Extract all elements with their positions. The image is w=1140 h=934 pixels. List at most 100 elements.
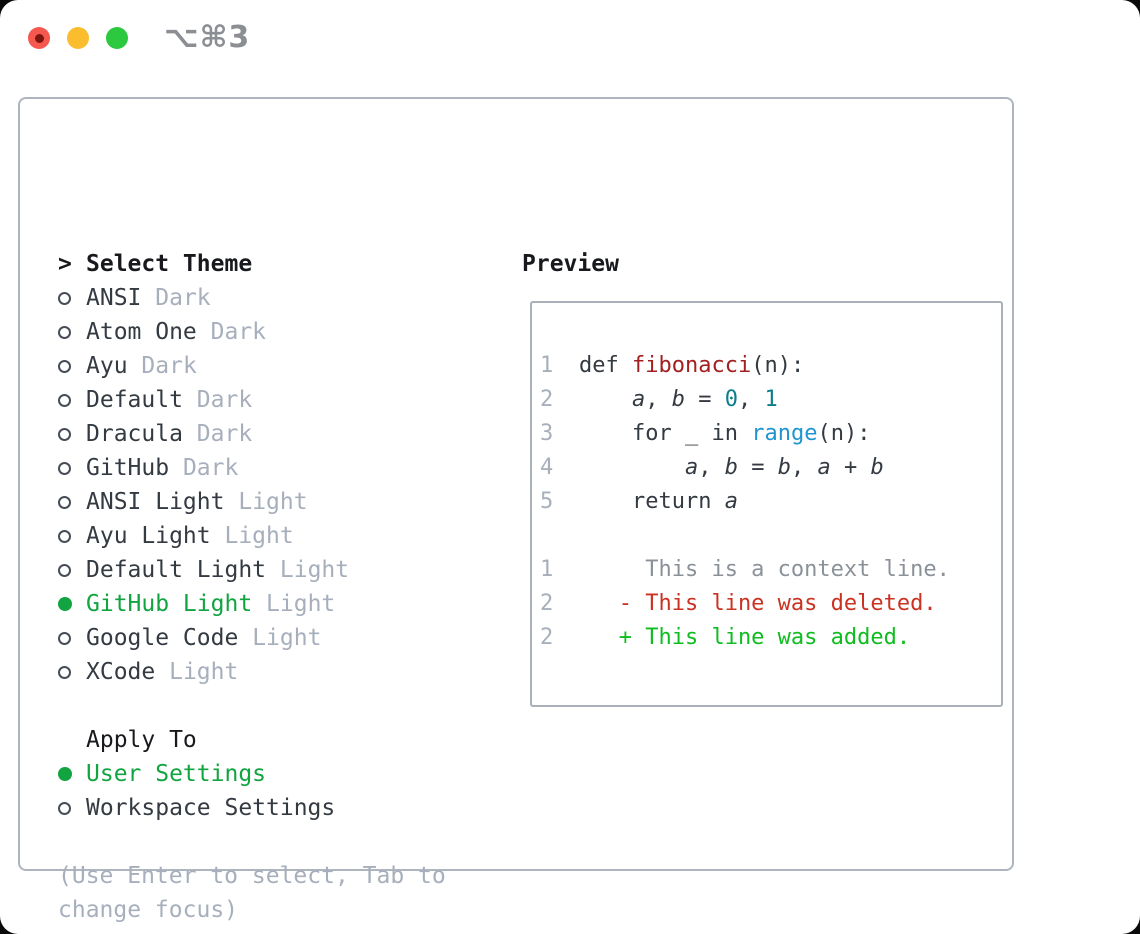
- line-number: 2: [540, 625, 554, 650]
- theme-item-label: Google Code: [86, 625, 239, 651]
- apply-to-header: Apply To: [58, 723, 446, 757]
- line-number: 2: [540, 387, 554, 412]
- close-button[interactable]: [28, 27, 50, 49]
- spacer: [58, 689, 446, 723]
- theme-item-space: [224, 489, 238, 515]
- code-segment-p: (n):: [751, 353, 805, 378]
- theme-item-label: GitHub Light: [86, 591, 253, 617]
- theme-item-variant: Dark: [155, 285, 211, 311]
- radio-wrap: [58, 393, 86, 407]
- theme-item-variant: Light: [252, 625, 322, 651]
- radio-wrap: [58, 325, 86, 339]
- code-line-2: 2 a, b = 0, 1: [540, 383, 1001, 417]
- diff-text-deleted: - This line was deleted.: [579, 591, 937, 616]
- zoom-button[interactable]: [106, 27, 128, 49]
- theme-item-variant: Light: [266, 591, 336, 617]
- code-segment-n: 1: [764, 387, 778, 412]
- radio-wrap: [58, 427, 86, 441]
- code-segment-k: for: [579, 421, 685, 446]
- code-segment-p: =: [684, 387, 725, 412]
- theme-item-variant: Dark: [196, 387, 253, 413]
- radio-icon: [58, 393, 71, 407]
- code-line-5: 5 return a: [540, 485, 1001, 519]
- diff-line-added: 2 + This line was added.: [540, 621, 1001, 655]
- code-segment-v: a: [631, 387, 646, 412]
- theme-item-space: [211, 523, 225, 549]
- select-theme-header: > Select Theme: [58, 247, 446, 281]
- diff-line-context: 1 This is a context line.: [540, 553, 1001, 587]
- theme-item-variant: Dark: [141, 353, 197, 379]
- preview-title: Preview: [522, 251, 619, 277]
- theme-item-label: XCode: [86, 659, 156, 685]
- theme-item-label: Default Light: [86, 557, 267, 583]
- code-segment-k: return: [579, 489, 725, 514]
- prompt-icon: >: [58, 251, 72, 277]
- theme-item-variant: Light: [224, 523, 294, 549]
- theme-item-space: [169, 455, 183, 481]
- titlebar: ⌥⌘3: [0, 0, 1140, 76]
- apply-option-workspace-settings[interactable]: Workspace Settings: [58, 791, 446, 825]
- theme-item-github[interactable]: GitHub Dark: [58, 451, 446, 485]
- radio-wrap: [58, 461, 86, 475]
- code-segment-v: b: [671, 387, 685, 412]
- theme-item-xcode[interactable]: XCode Light: [58, 655, 446, 689]
- radio-icon: [58, 495, 71, 509]
- theme-item-dracula[interactable]: Dracula Dark: [58, 417, 446, 451]
- theme-item-ansi[interactable]: ANSI Dark: [58, 281, 446, 315]
- theme-item-github-light[interactable]: GitHub Light Light: [58, 587, 446, 621]
- line-number: 4: [540, 455, 554, 480]
- theme-item-default[interactable]: Default Dark: [58, 383, 446, 417]
- theme-item-label: Ayu Light: [86, 523, 211, 549]
- theme-item-ayu[interactable]: Ayu Dark: [58, 349, 446, 383]
- code-segment-b: range: [751, 421, 818, 446]
- theme-item-variant: Light: [169, 659, 239, 685]
- code-line-4: 4 a, b = b, a + b: [540, 451, 1001, 485]
- theme-item-space: [128, 353, 142, 379]
- hint-line-2: change focus): [58, 897, 239, 923]
- theme-item-label: ANSI Light: [86, 489, 225, 515]
- code-segment-k: in: [711, 421, 752, 446]
- code-segment-p: [579, 387, 632, 412]
- code-line-3: 3 for _ in range(n):: [540, 417, 1001, 451]
- radio-selected-icon: [58, 597, 72, 611]
- theme-item-ansi-light[interactable]: ANSI Light Light: [58, 485, 446, 519]
- code-segment-v: a: [684, 455, 699, 480]
- minimize-button[interactable]: [67, 27, 89, 49]
- theme-item-space: [155, 659, 169, 685]
- radio-icon: [58, 359, 71, 373]
- radio-wrap: [58, 495, 86, 509]
- diff-text-added: + This line was added.: [579, 625, 911, 650]
- radio-wrap: [58, 665, 86, 679]
- apply-option-user-settings[interactable]: User Settings: [58, 757, 446, 791]
- apply-option-label: User Settings: [86, 761, 267, 787]
- code-segment-p: ,: [737, 387, 765, 412]
- theme-item-atom-one[interactable]: Atom One Dark: [58, 315, 446, 349]
- theme-item-variant: Dark: [210, 319, 267, 345]
- theme-item-label: GitHub: [86, 455, 170, 481]
- radio-icon: [58, 563, 71, 577]
- code-segment-v: a: [817, 455, 831, 480]
- radio-wrap: [58, 801, 86, 815]
- diff-line-deleted: 2 - This line was deleted.: [540, 587, 1001, 621]
- code-segment-fn: fibonacci: [631, 353, 752, 378]
- code-segment-v: b: [777, 455, 791, 480]
- theme-item-google-code[interactable]: Google Code Light: [58, 621, 446, 655]
- select-theme-title: Select Theme: [86, 251, 253, 277]
- code-segment-p: =: [737, 455, 778, 480]
- theme-item-variant: Dark: [196, 421, 253, 447]
- theme-item-label: Atom One: [86, 319, 197, 345]
- code-segment-v: b: [724, 455, 738, 480]
- theme-item-ayu-light[interactable]: Ayu Light Light: [58, 519, 446, 553]
- theme-item-label: Ayu: [86, 353, 128, 379]
- radio-icon: [58, 427, 71, 441]
- code-segment-p: ,: [790, 455, 818, 480]
- theme-item-space: [252, 591, 266, 617]
- theme-item-label: ANSI: [86, 285, 142, 311]
- apply-option-label: Workspace Settings: [86, 795, 336, 821]
- theme-item-default-light[interactable]: Default Light Light: [58, 553, 446, 587]
- code-segment-p: (n):: [817, 421, 871, 446]
